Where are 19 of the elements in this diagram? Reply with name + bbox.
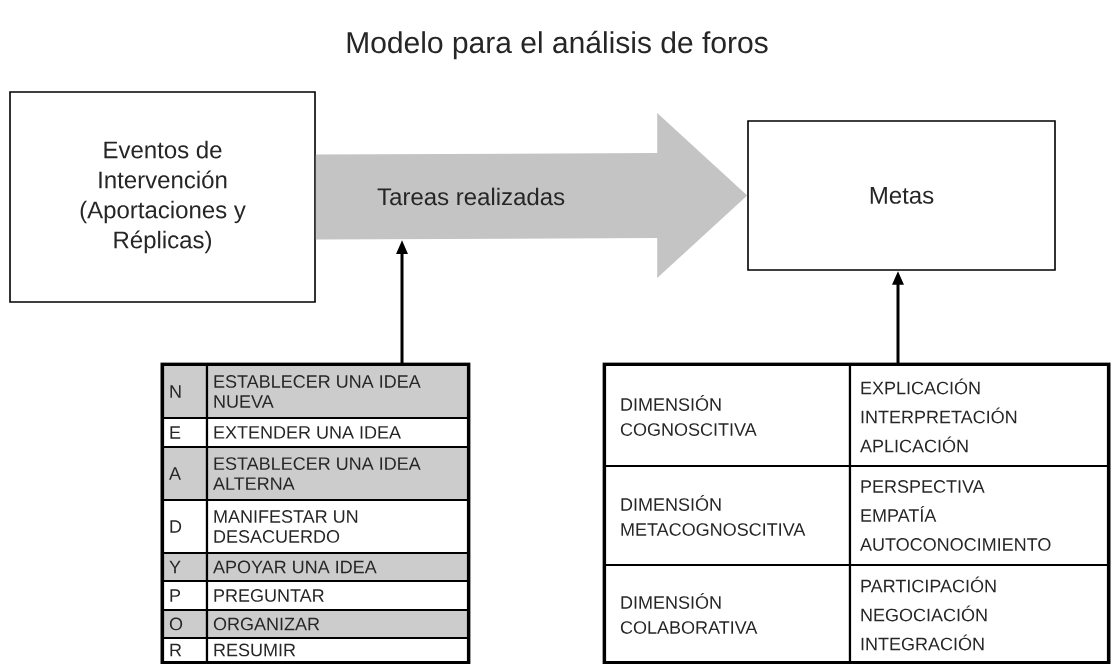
edge-label: Tareas realizadas <box>375 185 568 208</box>
box: Metas <box>747 120 1056 271</box>
block-arrow <box>315 113 748 278</box>
table-cell: P <box>161 579 209 612</box>
table-cell: D <box>161 498 209 555</box>
table-cell: PERSPECTIVA EMPATÍA AUTOCONOCIMIENTO <box>848 464 1110 567</box>
table-cell: DIMENSIÓN METACOGNOSCITIVA <box>603 464 852 567</box>
table-cell: R <box>161 636 209 664</box>
table-cell: EXPLICACIÓN INTERPRETACIÓN APLICACIÓN <box>848 363 1110 468</box>
table-cell: N <box>161 363 209 420</box>
table-cell: Y <box>161 551 209 583</box>
title: Modelo para el análisis de foros <box>347 30 768 60</box>
table-cell: A <box>161 445 209 502</box>
table-cell: E <box>161 416 209 449</box>
box: Eventos de Intervención (Aportaciones y Réplicas) <box>9 91 316 303</box>
table-cell: O <box>161 608 209 640</box>
table-cell: DIMENSIÓN COGNOSCITIVA <box>603 363 852 468</box>
table-cell: PARTICIPACIÓN NEGOCIACIÓN INTEGRACIÓN <box>848 563 1110 664</box>
table-cell: DIMENSIÓN COLABORATIVA <box>603 563 852 664</box>
